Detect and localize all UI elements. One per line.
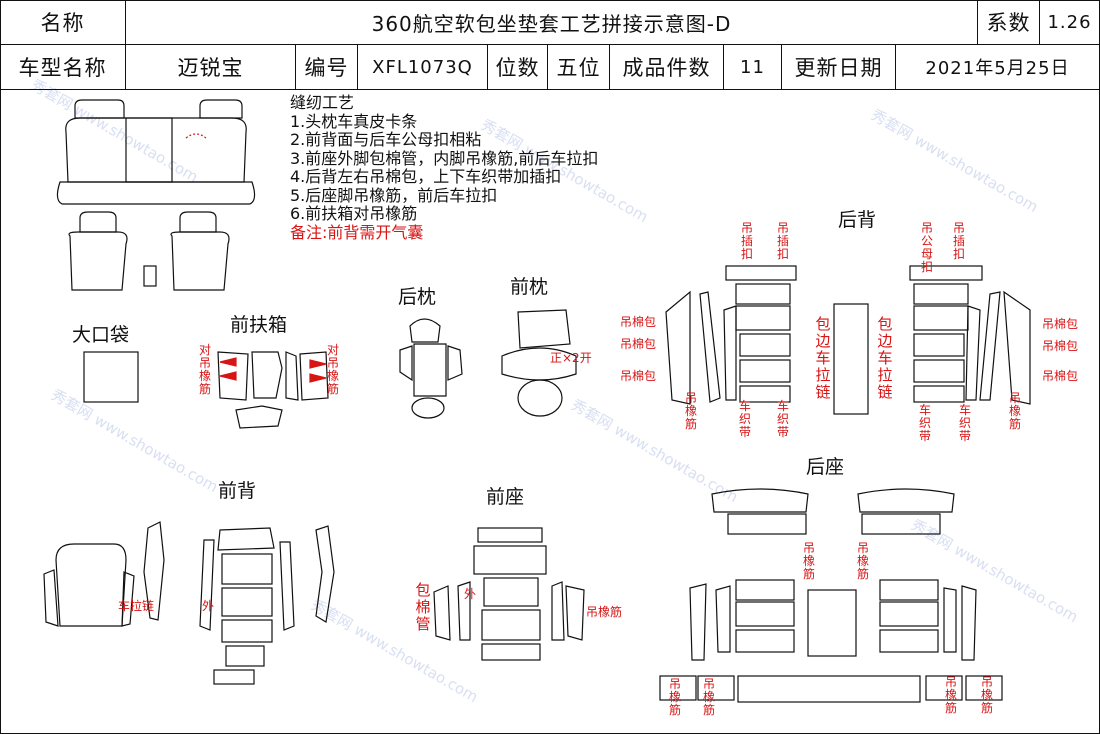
annotation-cotton-pack: 吊棉包 <box>620 369 657 383</box>
rear-back-pieces <box>665 265 1031 415</box>
annotation-elastic: 吊橡筋 <box>586 605 623 619</box>
pieces-label: 成品件数 <box>610 45 724 90</box>
code-value: XFL1073Q <box>358 45 488 90</box>
annotation-outer: 外 <box>202 599 215 613</box>
front-seat-pieces <box>433 527 585 661</box>
annotation-webbing: 车织带 <box>738 399 751 439</box>
pieces-value: 11 <box>724 45 782 90</box>
name-label: 名称 <box>0 0 126 45</box>
big-pocket-piece <box>83 351 139 403</box>
model-label: 车型名称 <box>0 45 126 90</box>
annotation-elastic: 吊橡筋 <box>684 391 697 431</box>
annotation-buckle: 吊插扣 <box>740 221 753 261</box>
front-back-pieces <box>43 521 335 685</box>
section-title-front-seat: 前座 <box>486 486 525 508</box>
annotation-cotton-tube: 包棉管 <box>415 581 431 633</box>
seats-value: 五位 <box>548 45 610 90</box>
annotation-elastic: 吊橡筋 <box>668 677 681 717</box>
front-armrest-pieces <box>217 351 329 429</box>
front-headrest-pieces <box>501 309 577 417</box>
annotation-cotton-pack: 吊棉包 <box>1042 317 1079 331</box>
annotation-headrest-cut: 正×2开 <box>550 351 592 365</box>
annotation-edge-zipper: 包边车拉链 <box>815 315 831 401</box>
process-step: 5.后座脚吊橡筋，前后车拉扣 <box>290 185 498 205</box>
section-title-front-back: 前背 <box>218 480 257 502</box>
annotation-elastic: 吊橡筋 <box>856 541 869 581</box>
annotation-armrest-left-elastic: 对吊橡筋 <box>198 343 211 396</box>
annotation-armrest-right-elastic: 对吊橡筋 <box>326 343 339 396</box>
annotation-cotton-pack: 吊棉包 <box>620 315 657 329</box>
coef-label: 系数 <box>978 0 1040 45</box>
annotation-buckle: 吊插扣 <box>952 221 965 261</box>
annotation-elastic: 吊橡筋 <box>1008 391 1021 431</box>
annotation-edge-zipper: 包边车拉链 <box>877 315 893 401</box>
section-title-big-pocket: 大口袋 <box>72 324 130 346</box>
seat-overview-diagram <box>56 99 256 291</box>
annotation-elastic: 吊橡筋 <box>702 677 715 717</box>
header-table: 名称 360航空软包坐垫套工艺拼接示意图-D 系数 1.26 车型名称 迈锐宝 … <box>0 0 1100 90</box>
process-heading: 缝纫工艺 <box>290 93 355 112</box>
annotation-outer: 外 <box>464 587 477 601</box>
process-step: 1.头枕车真皮卡条 <box>290 111 418 131</box>
annotation-cotton-pack: 吊棉包 <box>620 337 657 351</box>
page-title: 360航空软包坐垫套工艺拼接示意图-D <box>126 0 978 45</box>
annotation-webbing: 车织带 <box>958 403 971 443</box>
process-step: 6.前扶箱对吊橡筋 <box>290 204 418 223</box>
annotation-elastic: 吊橡筋 <box>980 675 993 715</box>
process-step: 4.后背左右吊棉包，上下车织带加插扣 <box>290 167 562 186</box>
section-title-rear-back: 后背 <box>838 209 877 231</box>
annotation-buckle: 吊插扣 <box>776 221 789 261</box>
update-label: 更新日期 <box>782 45 896 90</box>
seats-label: 位数 <box>488 45 548 90</box>
annotation-cotton-pack: 吊棉包 <box>1042 339 1079 353</box>
annotation-cotton-pack: 吊棉包 <box>1042 369 1079 383</box>
process-step: 3.前座外脚包棉管，内脚吊橡筋,前后车拉扣 <box>290 148 599 168</box>
code-label: 编号 <box>296 45 358 90</box>
rear-headrest-pieces <box>399 318 463 419</box>
annotation-elastic: 吊橡筋 <box>802 541 815 581</box>
annotation-male-female-buckle: 吊公母扣 <box>920 221 933 274</box>
annotation-webbing: 车织带 <box>776 399 789 439</box>
model-value: 迈锐宝 <box>126 45 296 90</box>
section-title-rear-seat: 后座 <box>806 456 845 478</box>
section-title-front-armrest: 前扶箱 <box>230 314 288 336</box>
section-title-rear-headrest: 后枕 <box>398 286 437 308</box>
process-note: 备注:前背需开气囊 <box>290 222 424 242</box>
annotation-zipper: 车拉链 <box>118 599 155 613</box>
rear-seat-pieces <box>659 488 1003 703</box>
annotation-webbing: 车织带 <box>918 403 931 443</box>
process-step: 2.前背面与后车公母扣相粘 <box>290 130 482 149</box>
annotation-elastic: 吊橡筋 <box>944 675 957 715</box>
sewing-process: 缝纫工艺 1.头枕车真皮卡条 2.前背面与后车公母扣相粘 3.前座外脚包棉管，内… <box>290 93 599 242</box>
section-title-front-headrest: 前枕 <box>510 276 549 298</box>
